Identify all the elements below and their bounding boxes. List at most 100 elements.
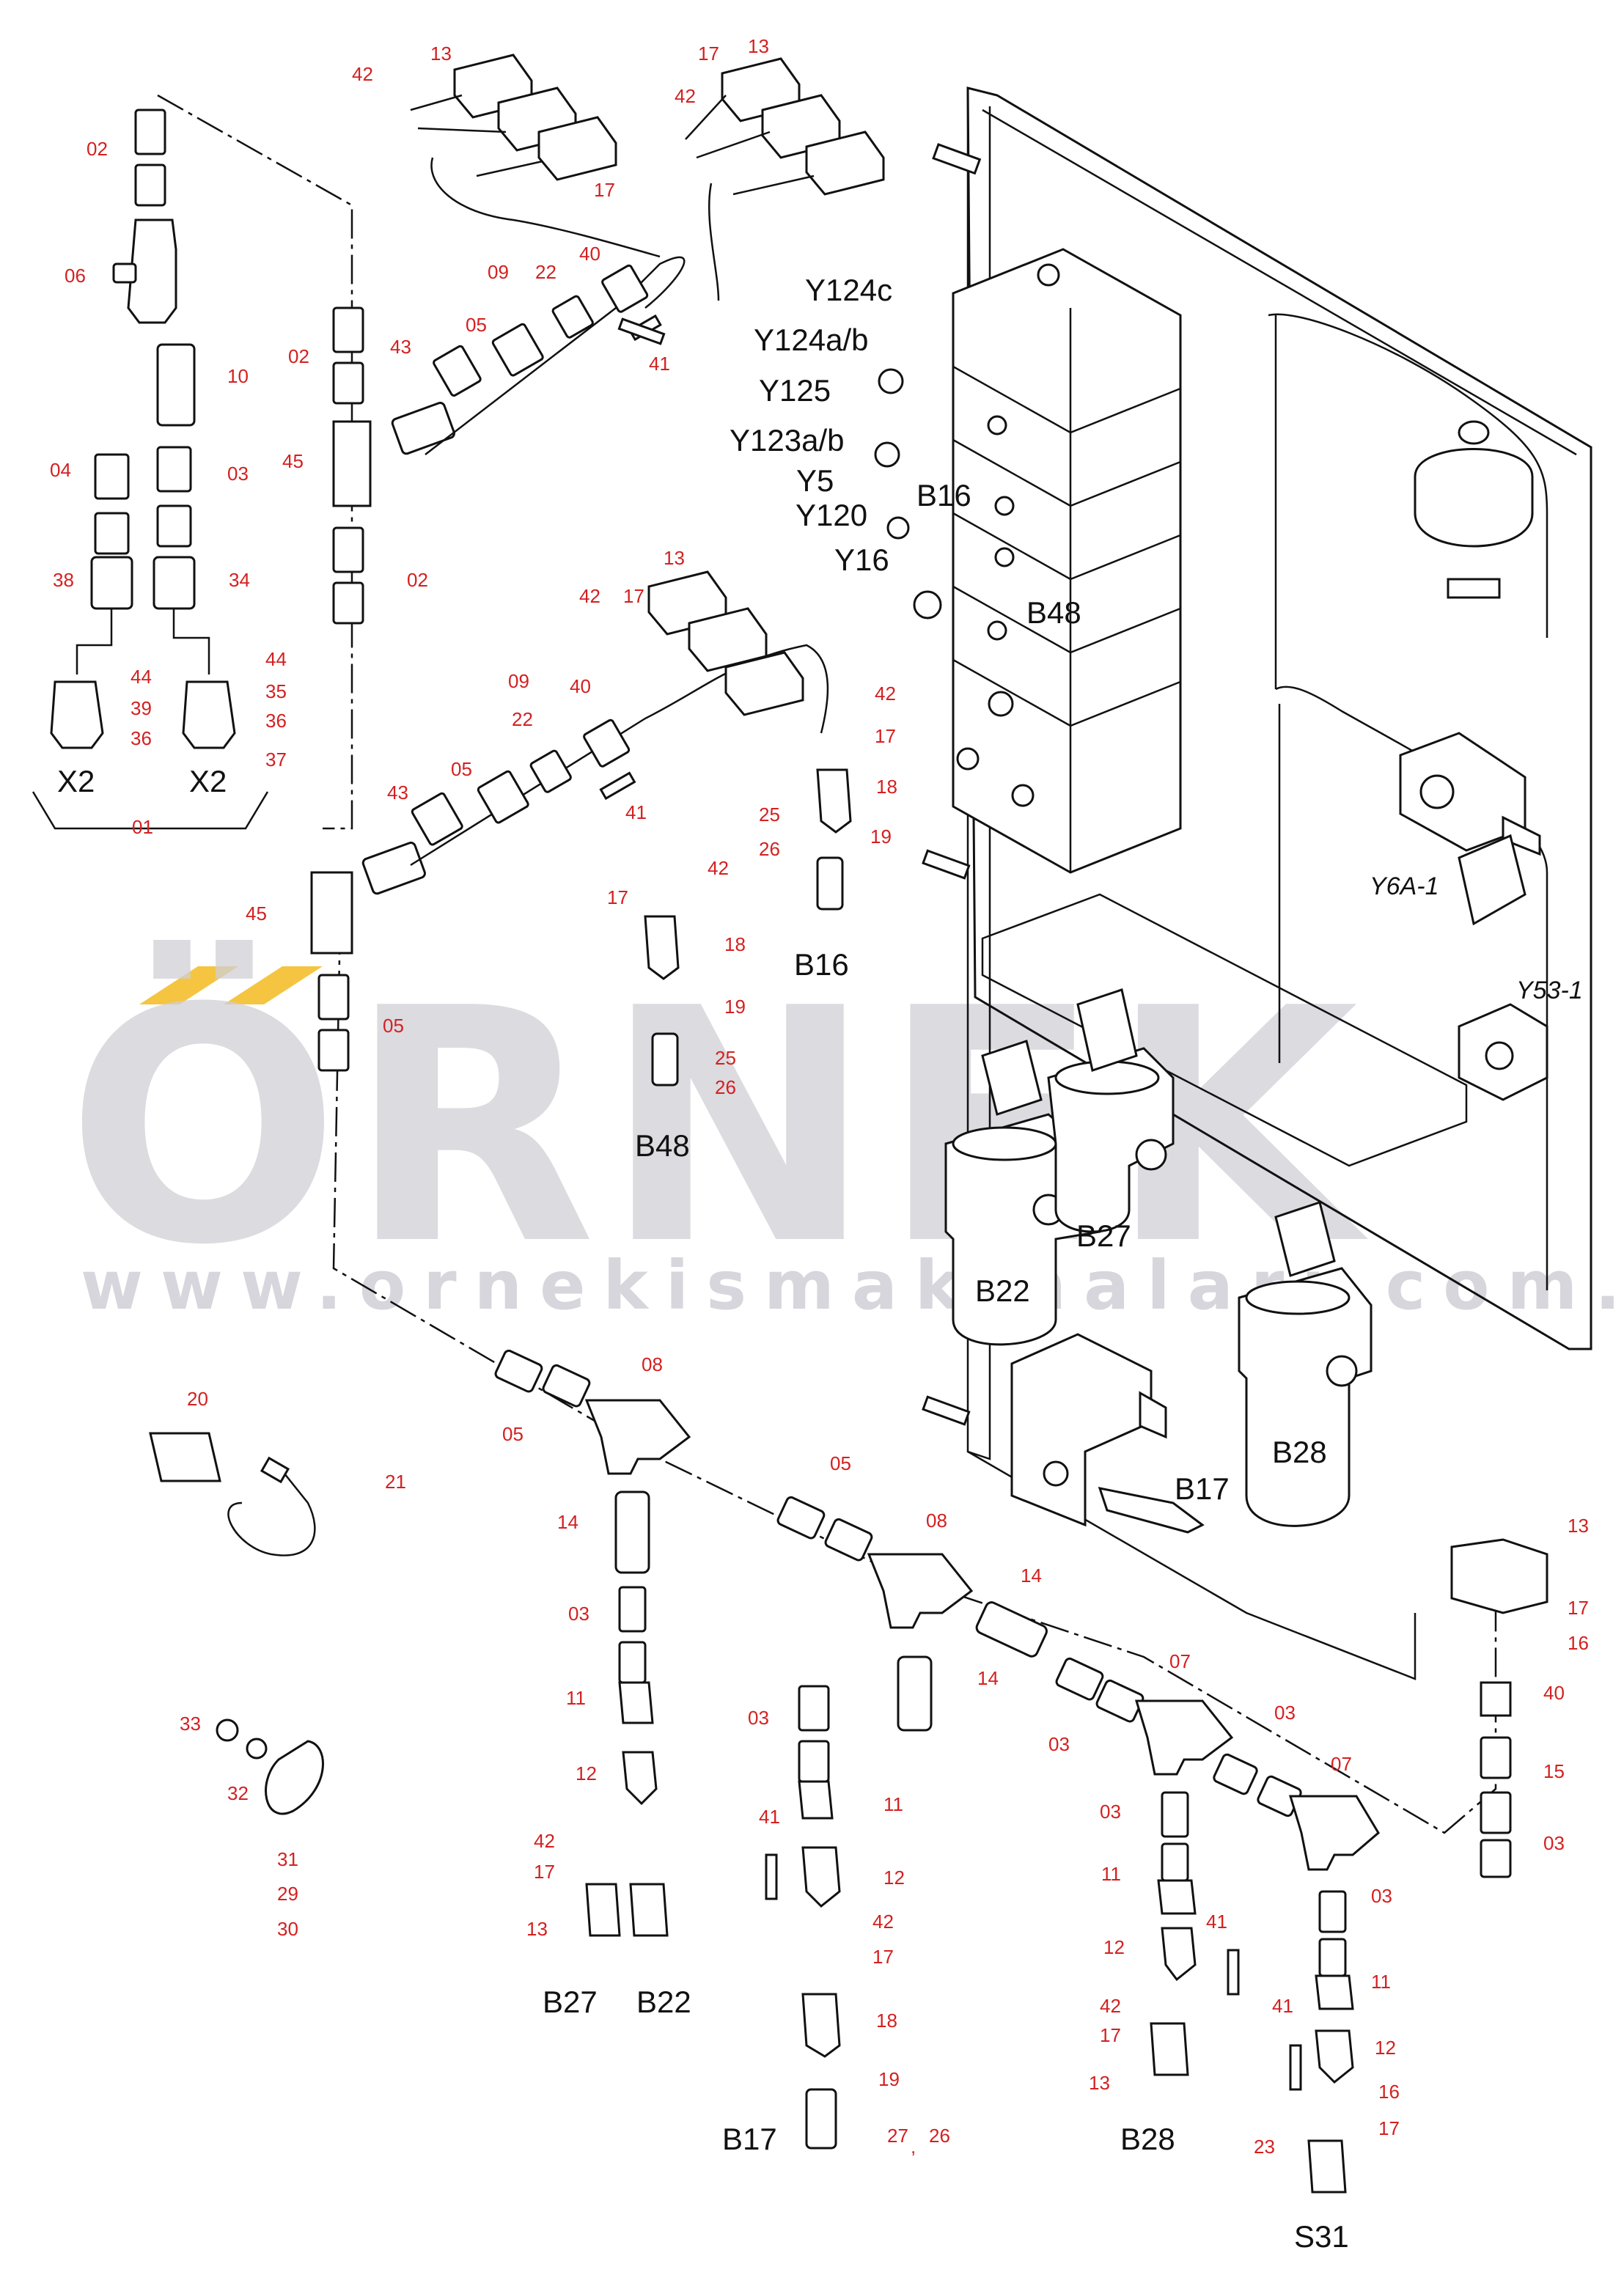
callout: 27 [887,2125,908,2147]
callout: 09 [488,261,509,283]
callout: 37 [265,749,287,771]
callout: 44 [265,648,287,670]
callout: 19 [878,2068,900,2090]
callout: 17 [698,43,719,65]
callout: 40 [570,675,591,697]
valve-y53-1 [1458,1003,1548,1101]
callout: 42 [875,683,896,705]
label-b22-filter: B22 [975,1273,1030,1308]
callout: 18 [724,933,746,955]
callout: 41 [1206,1911,1227,1933]
callout: 39 [131,697,152,719]
callout: 41 [649,353,670,375]
label-x2-left: X2 [57,764,95,798]
callout: 29 [277,1883,298,1905]
callout: 17 [1568,1597,1589,1619]
callout: 03 [227,463,249,485]
label-x2-right: X2 [189,764,227,798]
callout: 03 [1543,1832,1565,1854]
callout: 07 [1169,1650,1191,1672]
callout: 44 [131,666,152,688]
label-y16: Y16 [834,543,889,577]
callout: 34 [229,569,250,591]
label-b28: B28 [1120,2122,1175,2156]
upper-harness [410,256,852,1087]
callout: 12 [1103,1936,1125,1958]
callout: 15 [1543,1760,1565,1782]
callout: 12 [1375,2037,1396,2059]
callout: 09 [508,670,529,692]
callout: 04 [50,459,71,481]
callout: 17 [875,725,896,747]
watermark-url: www.ornekismakinalari.com.tr [81,1246,1624,1325]
callout: 05 [830,1452,851,1474]
callout: 03 [1100,1801,1121,1823]
callout: 18 [876,776,897,798]
callout: 14 [1021,1565,1042,1587]
callout: 10 [227,365,249,387]
callout: 42 [708,857,729,879]
callout: 26 [715,1076,736,1098]
loose-items [149,317,1302,2091]
callout: 26 [929,2125,950,2147]
callout: 31 [277,1848,298,1870]
callout: 41 [625,801,647,823]
callout: 22 [535,261,556,283]
watermark: ÖRNEK www.ornekismakinalari.com.tr [66,937,1624,1326]
label-b48-top: B48 [1026,595,1081,630]
callout: 36 [131,727,152,749]
callout: 40 [579,243,600,265]
connector-clusters [410,54,885,716]
label-y120: Y120 [796,498,867,532]
label-y123ab: Y123a/b [730,423,844,457]
callout: 17 [607,886,628,908]
callout: 35 [265,680,287,702]
callout: 16 [1568,1632,1589,1654]
callout: 25 [715,1047,736,1069]
callout: 38 [53,569,74,591]
callout: 12 [883,1867,905,1889]
callout: 40 [1543,1682,1565,1704]
valve-stack [874,248,1182,874]
callout: 26 [759,838,780,860]
watermark-accent-mark [224,966,323,1004]
callout: 07 [1331,1753,1352,1775]
bracket-frame [981,893,1468,1167]
callout: 11 [1101,1863,1121,1885]
callout-separator: , [911,2136,916,2158]
callout: 21 [385,1471,406,1493]
label-b17: B17 [722,2122,777,2156]
callout: 19 [724,996,746,1018]
callout: 42 [675,85,696,107]
callout: 13 [748,35,769,57]
callout: 41 [759,1806,780,1828]
callout: 03 [1274,1702,1296,1724]
callout: 30 [277,1918,298,1940]
component-labels: Y124c Y124a/b Y125 Y123a/b Y5 Y120 Y16 B… [57,273,1583,2254]
callout: 14 [977,1667,999,1689]
label-b22: B22 [636,1985,691,2019]
callout: 13 [1568,1515,1589,1537]
callout: 08 [926,1510,947,1532]
callout: 32 [227,1782,249,1804]
callout: 13 [526,1918,548,1940]
callout: 17 [1100,2024,1121,2046]
callout: 45 [282,450,304,472]
callout: 25 [759,804,780,826]
callout: 16 [1378,2081,1400,2103]
callout: 17 [872,1946,894,1968]
label-y53-1: Y53-1 [1516,977,1583,1004]
callout: 02 [87,138,108,160]
callout: 01 [132,816,153,838]
filter-b28 [1238,1201,1373,1527]
callout: 11 [1371,1971,1391,1993]
callout: 42 [534,1830,555,1852]
label-y124c: Y124c [805,273,892,307]
callout: 17 [1378,2117,1400,2139]
callout: 17 [534,1861,555,1883]
callout: 13 [664,547,685,569]
callout: 11 [566,1687,586,1709]
callout: 03 [1048,1733,1070,1755]
